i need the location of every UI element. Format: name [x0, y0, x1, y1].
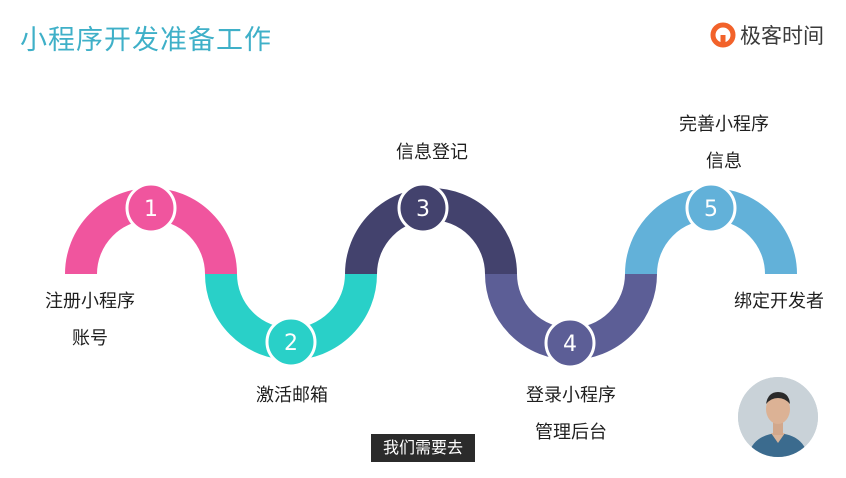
step-label-5-line-1: 完善小程序	[679, 114, 769, 135]
step-label-4: 登录小程序 管理后台	[516, 377, 626, 451]
presenter-video-avatar	[738, 377, 818, 457]
step-node-3-circle	[397, 182, 449, 234]
step-label-1: 注册小程序 账号	[36, 283, 144, 357]
step-label-2-line-1: 激活邮箱	[256, 385, 328, 406]
step-node-5-number: 5	[704, 197, 718, 222]
presenter-figure-icon	[738, 377, 818, 457]
step-node-1-circle	[125, 182, 177, 234]
step-node-2-circle	[265, 316, 317, 368]
step-label-4-line-2: 管理后台	[535, 422, 607, 443]
step-label-3-line-1: 信息登记	[396, 142, 468, 163]
step-label-1-line-1: 注册小程序	[45, 291, 135, 312]
step-node-4: 4	[544, 317, 596, 369]
step-label-3: 信息登记	[378, 134, 486, 171]
step-node-3: 3	[397, 182, 449, 234]
step-label-5-line-2: 信息	[706, 151, 742, 172]
step-label-4-line-1: 登录小程序	[526, 385, 616, 406]
step-node-2: 2	[265, 316, 317, 368]
brand-name: 极客时间	[740, 24, 824, 48]
step-node-5: 5	[685, 182, 737, 234]
video-subtitle: 我们需要去	[371, 434, 475, 462]
step-label-5: 完善小程序 信息	[669, 106, 779, 180]
step-label-1-line-2: 账号	[72, 328, 108, 349]
slide-title: 小程序开发准备工作	[20, 25, 272, 56]
step-node-1: 1	[125, 182, 177, 234]
step-node-2-number: 2	[284, 331, 298, 356]
step-label-2: 激活邮箱	[238, 377, 346, 414]
step-node-3-number: 3	[416, 197, 430, 222]
geektime-logo-icon	[710, 22, 736, 48]
step-node-1-number: 1	[144, 197, 158, 222]
brand-logo: 极客时间	[710, 20, 824, 50]
end-label: 绑定开发者	[734, 291, 824, 312]
step-node-4-circle	[544, 317, 596, 369]
step-node-5-circle	[685, 182, 737, 234]
step-node-4-number: 4	[563, 332, 577, 357]
